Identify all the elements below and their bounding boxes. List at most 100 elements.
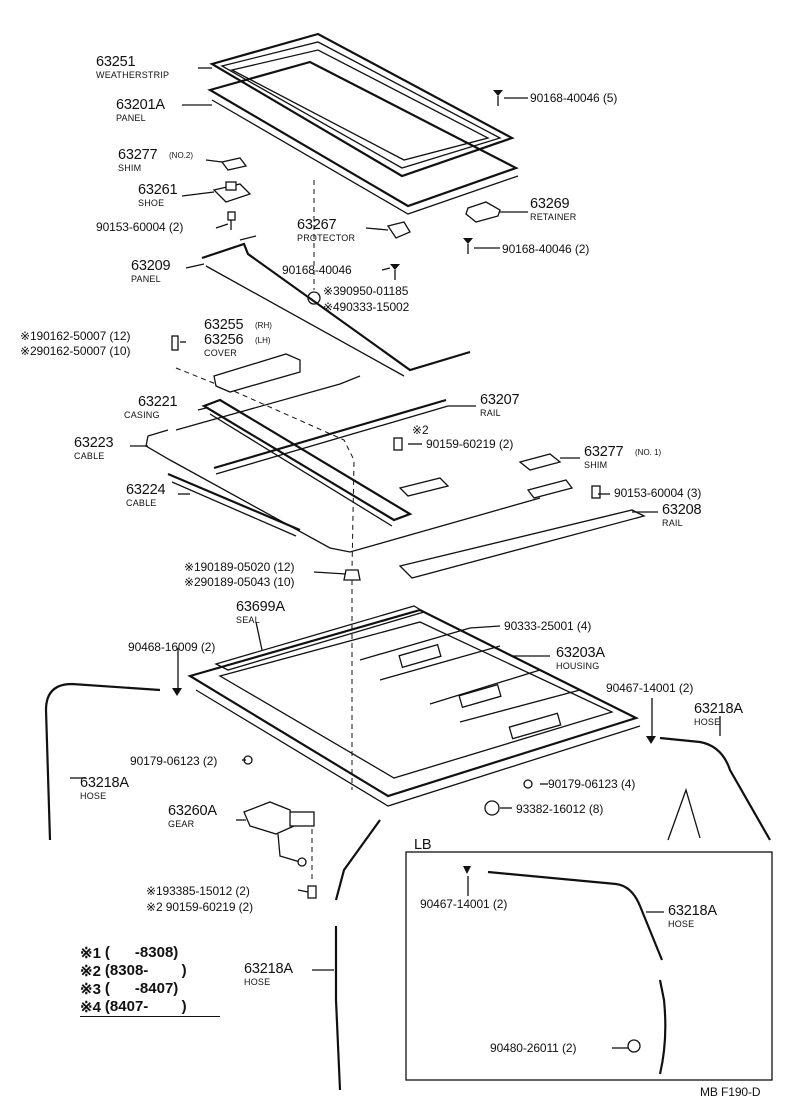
- part-number-label: 63277: [584, 444, 624, 460]
- part-number-label: 63260A: [168, 803, 217, 819]
- ref-number-label: 90468-16009 (2): [128, 640, 216, 654]
- casing-part: [201, 398, 413, 527]
- lb-inset-frame: [405, 851, 773, 1081]
- ref-number-label: 90168-40046: [282, 263, 352, 277]
- part-spec-label: (LH): [255, 336, 271, 345]
- part-number-label: 63209: [131, 258, 171, 274]
- part-name-label: PROTECTOR: [297, 233, 356, 243]
- ref-number-label: ※2: [412, 423, 429, 437]
- protector-part: [386, 221, 411, 239]
- part-number-label: 63269: [530, 196, 570, 212]
- ref-number-label: 90179-06123 (2): [130, 754, 218, 768]
- part-name-label: PANEL: [131, 274, 161, 284]
- ref-number-label: ※290189-05043 (10): [184, 575, 295, 589]
- ref-number-label: ※290162-50007 (10): [20, 344, 131, 358]
- weatherstrip-part: [209, 32, 515, 178]
- part-number-label: 63256: [204, 332, 244, 348]
- screw-icon: [523, 779, 533, 789]
- lb-inset-title: LB: [414, 837, 432, 853]
- part-name-label: CABLE: [126, 498, 157, 508]
- part-name-label: CASING: [124, 410, 160, 420]
- part-name-label: HOUSING: [556, 661, 600, 671]
- rail-part: [213, 398, 449, 475]
- ref-number-label: 90467-14001 (2): [420, 897, 508, 911]
- part-name-label: HOSE: [244, 977, 271, 987]
- rail-part: [398, 509, 646, 579]
- shim-part: [518, 453, 562, 471]
- part-number-label: 63207: [480, 392, 520, 408]
- part-name-label: PANEL: [116, 113, 146, 123]
- screw-icon: [646, 736, 656, 744]
- part-number-label: 63203A: [556, 645, 605, 661]
- ref-number-label: 90333-25001 (4): [504, 619, 592, 633]
- part-name-label: COVER: [204, 348, 238, 358]
- ref-number-label: 90168-40046 (5): [530, 91, 618, 105]
- part-name-label: RAIL: [480, 408, 501, 418]
- bolt-icon: [390, 90, 503, 280]
- part-number-label: 63218A: [244, 961, 293, 977]
- part-number-label: 63251: [96, 54, 136, 70]
- part-number-label: 63255: [204, 317, 244, 333]
- ref-number-label: ※490333-15002: [323, 300, 410, 314]
- gear-part: [243, 801, 315, 867]
- housing-part: [187, 608, 641, 807]
- part-number-label: 63218A: [80, 775, 129, 791]
- ref-number-label: ※190162-50007 (12): [20, 329, 131, 343]
- diagram-code: MB F190-D: [700, 1085, 761, 1099]
- legend-row: ※1( -8308): [80, 944, 179, 962]
- cable-part: [167, 472, 301, 537]
- legend-row: ※4(8407- ): [80, 998, 220, 1017]
- screw-icon: [172, 688, 182, 696]
- screw-icon: [227, 211, 236, 230]
- part-name-label: HOSE: [80, 791, 107, 801]
- part-name-label: CABLE: [74, 451, 105, 461]
- ref-number-label: ※193385-15012 (2): [146, 884, 250, 898]
- shoe-part: [212, 181, 252, 203]
- clip-icon: [393, 437, 403, 451]
- front-panel-part: [201, 235, 471, 377]
- ref-number-label: 90179-06123 (4): [548, 777, 636, 791]
- part-name-label: GEAR: [168, 819, 195, 829]
- part-number-label: 63218A: [668, 903, 717, 919]
- hose-part: [659, 736, 771, 841]
- glass-panel-part: [207, 60, 519, 215]
- ref-number-label: 93382-16012 (8): [516, 802, 604, 816]
- cable-part: [175, 375, 361, 431]
- part-number-label: 63277: [118, 147, 158, 163]
- part-name-label: HOSE: [694, 717, 721, 727]
- part-number-label: 63223: [74, 435, 114, 451]
- ref-number-label: 90168-40046 (2): [502, 242, 590, 256]
- retainer-part: [465, 201, 501, 223]
- hose-part: [658, 979, 667, 1075]
- shoe-part: [398, 477, 450, 497]
- part-spec-label: (NO.2): [169, 151, 193, 160]
- bolt-icon: [307, 885, 317, 899]
- hose-part: [44, 682, 161, 841]
- ref-number-label: 90153-60004 (3): [614, 486, 702, 500]
- legend-row: ※3( -8407): [80, 980, 179, 998]
- clip-icon: [591, 485, 601, 499]
- part-number-label: 63218A: [694, 701, 743, 717]
- ref-number-label: ※390950-01185: [323, 284, 409, 298]
- part-number-label: 63699A: [236, 599, 285, 615]
- part-name-label: WEATHERSTRIP: [96, 70, 170, 80]
- leader-lines: [70, 67, 721, 1049]
- screw-icon: [484, 800, 500, 816]
- ref-number-label: 90153-60004 (2): [96, 220, 184, 234]
- ref-number-label: 90159-60219 (2): [426, 437, 514, 451]
- ref-number-label: ※190189-05020 (12): [184, 560, 295, 574]
- alignment-line: [175, 367, 355, 571]
- legend-row: ※2(8308- ): [80, 962, 187, 980]
- part-name-label: HOSE: [668, 919, 695, 929]
- ref-number-label: 90480-26011 (2): [490, 1041, 577, 1055]
- shoe-part: [526, 479, 574, 499]
- cover-part: [213, 353, 301, 393]
- clip-icon: [627, 1039, 641, 1053]
- part-name-label: SEAL: [236, 615, 260, 625]
- cable-part: [145, 429, 541, 553]
- part-number-label: 63224: [126, 482, 166, 498]
- ref-number-label: 90467-14001 (2): [606, 681, 694, 695]
- legend: ※1( -8308) ※2(8308- ) ※3( -8407) ※4(8407…: [80, 944, 220, 1017]
- part-number-label: 63221: [138, 394, 178, 410]
